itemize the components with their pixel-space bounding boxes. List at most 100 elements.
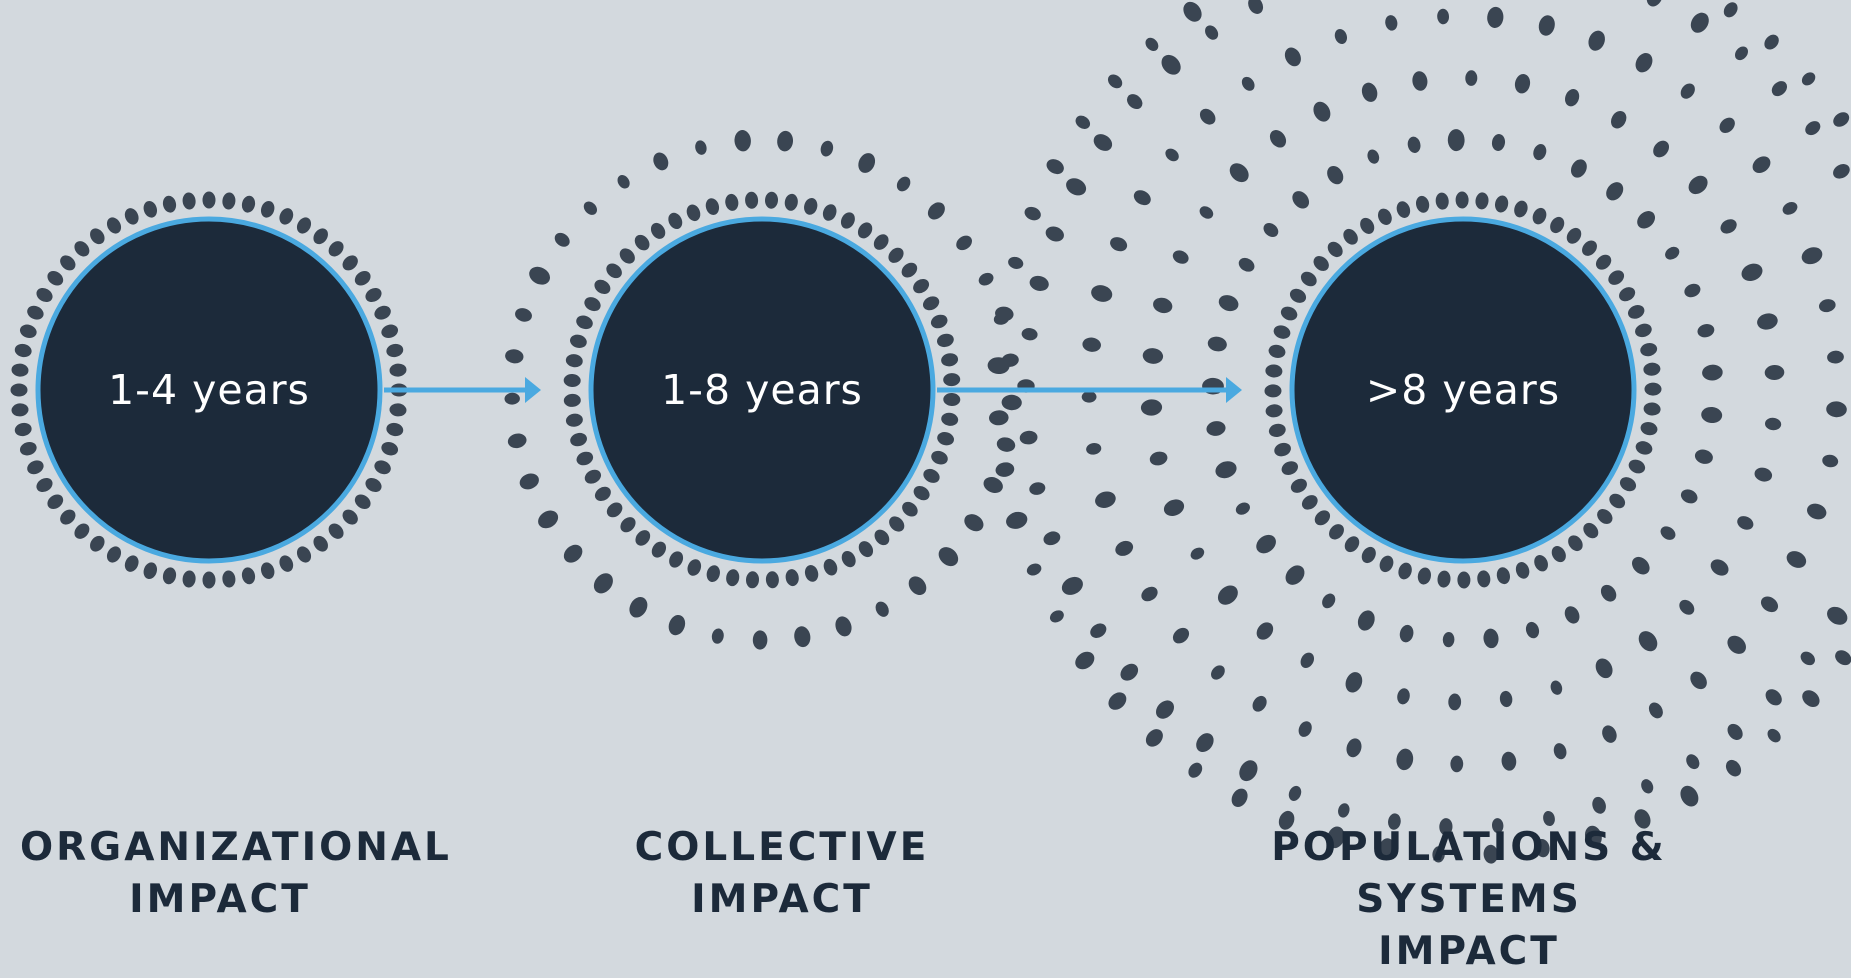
- stage-1-title-line-1: ORGANIZATIONAL: [20, 822, 420, 874]
- ring-dot: [1626, 302, 1647, 321]
- ring-dot: [921, 466, 942, 485]
- ring-dot: [389, 363, 407, 378]
- ring-dot: [1586, 28, 1608, 53]
- ring-dot: [943, 393, 961, 407]
- ring-dot: [784, 193, 799, 212]
- ring-dot: [592, 484, 613, 504]
- ring-dot: [1598, 582, 1620, 605]
- ring-dot: [1089, 283, 1114, 304]
- ring-dot: [1700, 406, 1722, 424]
- ring-dot: [1628, 553, 1653, 578]
- ring-dot: [1603, 179, 1627, 204]
- ring-dot: [1298, 269, 1319, 289]
- ring-dot: [1261, 220, 1281, 240]
- ring-dot: [1324, 163, 1347, 187]
- ring-dot: [71, 521, 92, 542]
- ring-dot: [1007, 255, 1025, 271]
- ring-dot: [1634, 439, 1654, 457]
- ring-dot: [1761, 32, 1781, 53]
- stage-2-title-line-2: IMPACT: [582, 874, 982, 926]
- ring-dot: [1326, 521, 1347, 542]
- ring-dot: [1799, 70, 1818, 88]
- ring-dot: [1762, 686, 1785, 709]
- ring-dot: [1442, 632, 1454, 648]
- ring-dot: [259, 199, 277, 219]
- ring-dot: [921, 294, 942, 313]
- ring-dot: [1336, 802, 1351, 819]
- ring-dot: [821, 557, 839, 578]
- ring-dot: [1708, 556, 1732, 579]
- ring-dot: [819, 139, 835, 158]
- ring-dot: [1684, 752, 1703, 772]
- ring-dot: [1826, 401, 1847, 418]
- ring-dot: [1716, 115, 1737, 136]
- ring-dot: [1022, 204, 1042, 222]
- ring-dot: [18, 440, 38, 458]
- ring-dot: [1226, 160, 1252, 186]
- ring-dot: [1105, 72, 1125, 91]
- ring-dot: [711, 627, 725, 644]
- stage-2-duration: 1-8 years: [661, 366, 863, 414]
- stage-3-title-line-1: POPULATIONS &: [1269, 822, 1669, 874]
- ring-dot: [1663, 244, 1682, 262]
- ring-dot: [25, 458, 46, 477]
- ring-dot: [182, 570, 197, 588]
- ring-dot: [1312, 507, 1333, 528]
- ring-dot: [1616, 284, 1637, 304]
- ring-dot: [122, 553, 141, 574]
- ring-dot: [1143, 35, 1161, 53]
- ring-dot: [1721, 0, 1740, 20]
- ring-dot: [161, 195, 177, 214]
- ring-dot: [1696, 322, 1716, 339]
- ring-dot: [45, 491, 66, 512]
- ring-dot: [1239, 74, 1257, 93]
- ring-dot: [1113, 538, 1136, 559]
- ring-dot: [1414, 195, 1430, 214]
- ring-dot: [953, 233, 974, 254]
- ring-dot: [1272, 323, 1292, 341]
- ring-dot: [604, 499, 625, 520]
- ring-dot: [385, 342, 404, 358]
- stage-1-circle: 1-4 years: [38, 219, 380, 561]
- ring-dot: [310, 533, 331, 554]
- ring-dot: [1524, 620, 1541, 640]
- ring-dot: [552, 230, 572, 250]
- stage-3-title: POPULATIONS & SYSTEMS IMPACT: [1269, 822, 1669, 978]
- ring-dot: [71, 238, 92, 259]
- ring-dot: [1718, 216, 1740, 236]
- stage-3-title-line-2: SYSTEMS: [1269, 874, 1669, 926]
- ring-dot: [1188, 545, 1206, 562]
- ring-dot: [1735, 514, 1756, 533]
- ring-dot: [1213, 458, 1239, 480]
- ring-dot: [141, 199, 159, 219]
- ring-dot: [310, 226, 331, 247]
- ring-dot: [1340, 226, 1361, 247]
- ring-dot: [1486, 6, 1504, 29]
- ring-dot: [240, 195, 256, 214]
- ring-dot: [1687, 668, 1710, 692]
- ring-dot: [569, 431, 589, 448]
- ring-dot: [1140, 399, 1162, 416]
- ring-dot: [34, 285, 55, 305]
- ring-dot: [705, 564, 722, 584]
- ring-dot: [936, 430, 956, 447]
- ring-dot: [1108, 235, 1129, 254]
- ring-dot: [182, 192, 197, 210]
- ring-dot: [1090, 131, 1115, 155]
- ring-dot: [1644, 0, 1666, 9]
- ring-dot: [746, 571, 760, 589]
- ring-dot: [1048, 608, 1066, 625]
- stage-3-circle: >8 years: [1292, 219, 1634, 561]
- ring-dot: [1406, 136, 1422, 155]
- ring-dot: [1396, 561, 1414, 581]
- ring-dot: [1264, 384, 1281, 397]
- stage-1-title: ORGANIZATIONAL IMPACT: [20, 822, 420, 926]
- ring-dot: [1531, 142, 1548, 161]
- ring-dot: [1552, 742, 1568, 761]
- ring-dot: [1208, 663, 1227, 683]
- ring-dot: [1287, 784, 1304, 803]
- ring-dot: [1593, 252, 1614, 273]
- ring-dot: [504, 393, 520, 405]
- ring-dot: [581, 199, 600, 218]
- ring-dot: [1197, 106, 1219, 128]
